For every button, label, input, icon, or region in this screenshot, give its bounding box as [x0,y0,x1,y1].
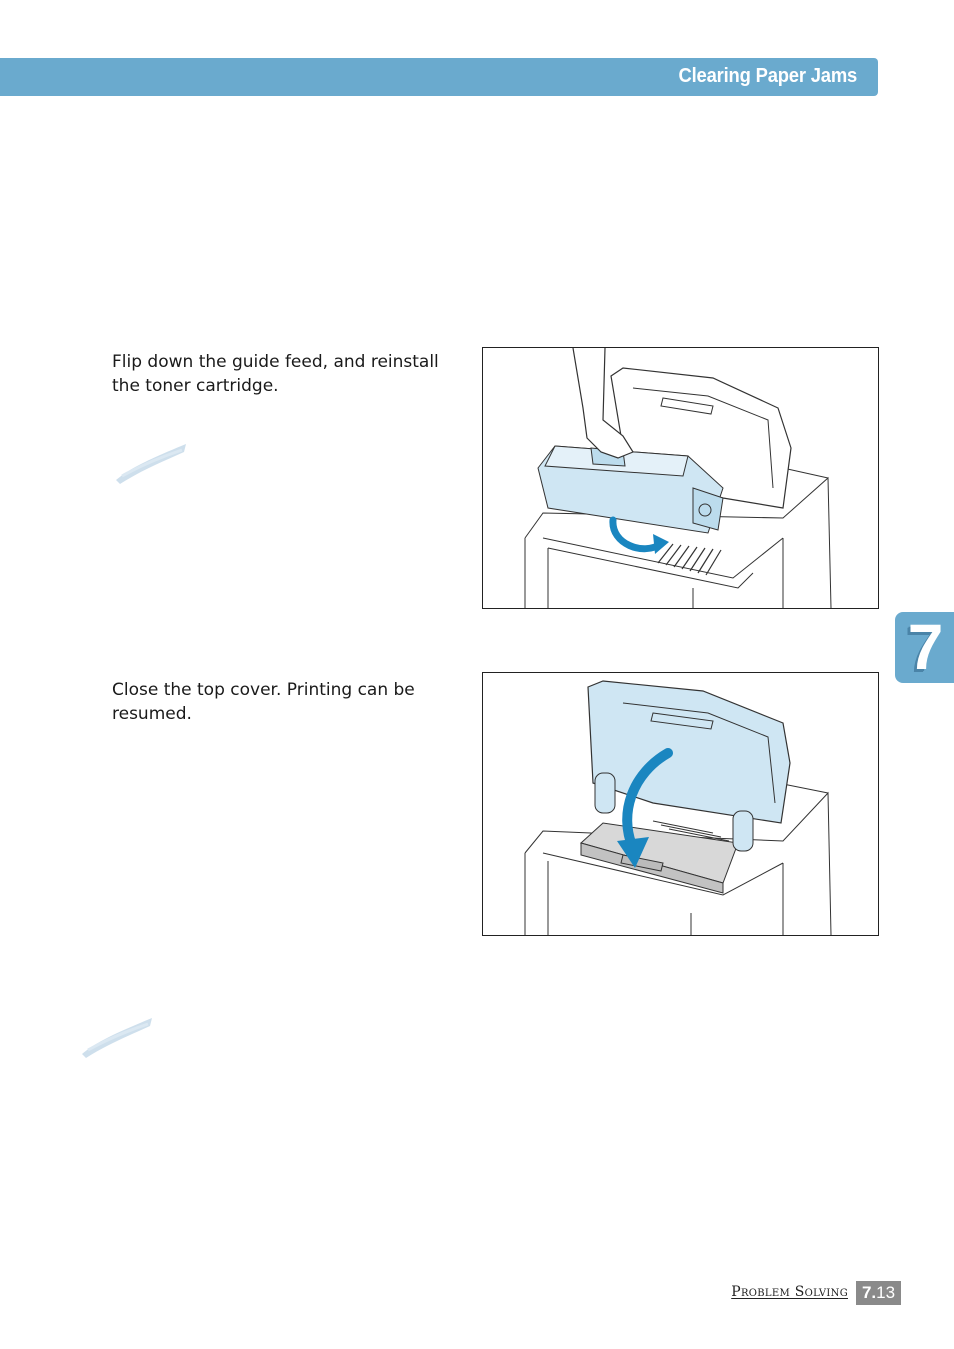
section-title: Clearing Paper Jams [678,65,857,87]
section-header-bar: Clearing Paper Jams [0,58,878,96]
page-major: 7. [861,1283,877,1302]
step-2-text: Close the top cover. Printing can be res… [112,680,415,724]
footer-section-name: Problem Solving [731,1284,848,1300]
figure-reinstall-toner [482,347,879,609]
step-1-text: Flip down the guide feed, and reinstall … [112,352,439,396]
chapter-number: 7 [907,611,944,683]
chapter-tab: 7 [895,612,954,683]
brush-stroke-decoration [116,444,186,484]
figure-close-top-cover [482,672,879,936]
footer-page-number: 7.13 [856,1281,901,1305]
page-minor: 13 [876,1283,896,1302]
brush-stroke-decoration [82,1018,152,1058]
